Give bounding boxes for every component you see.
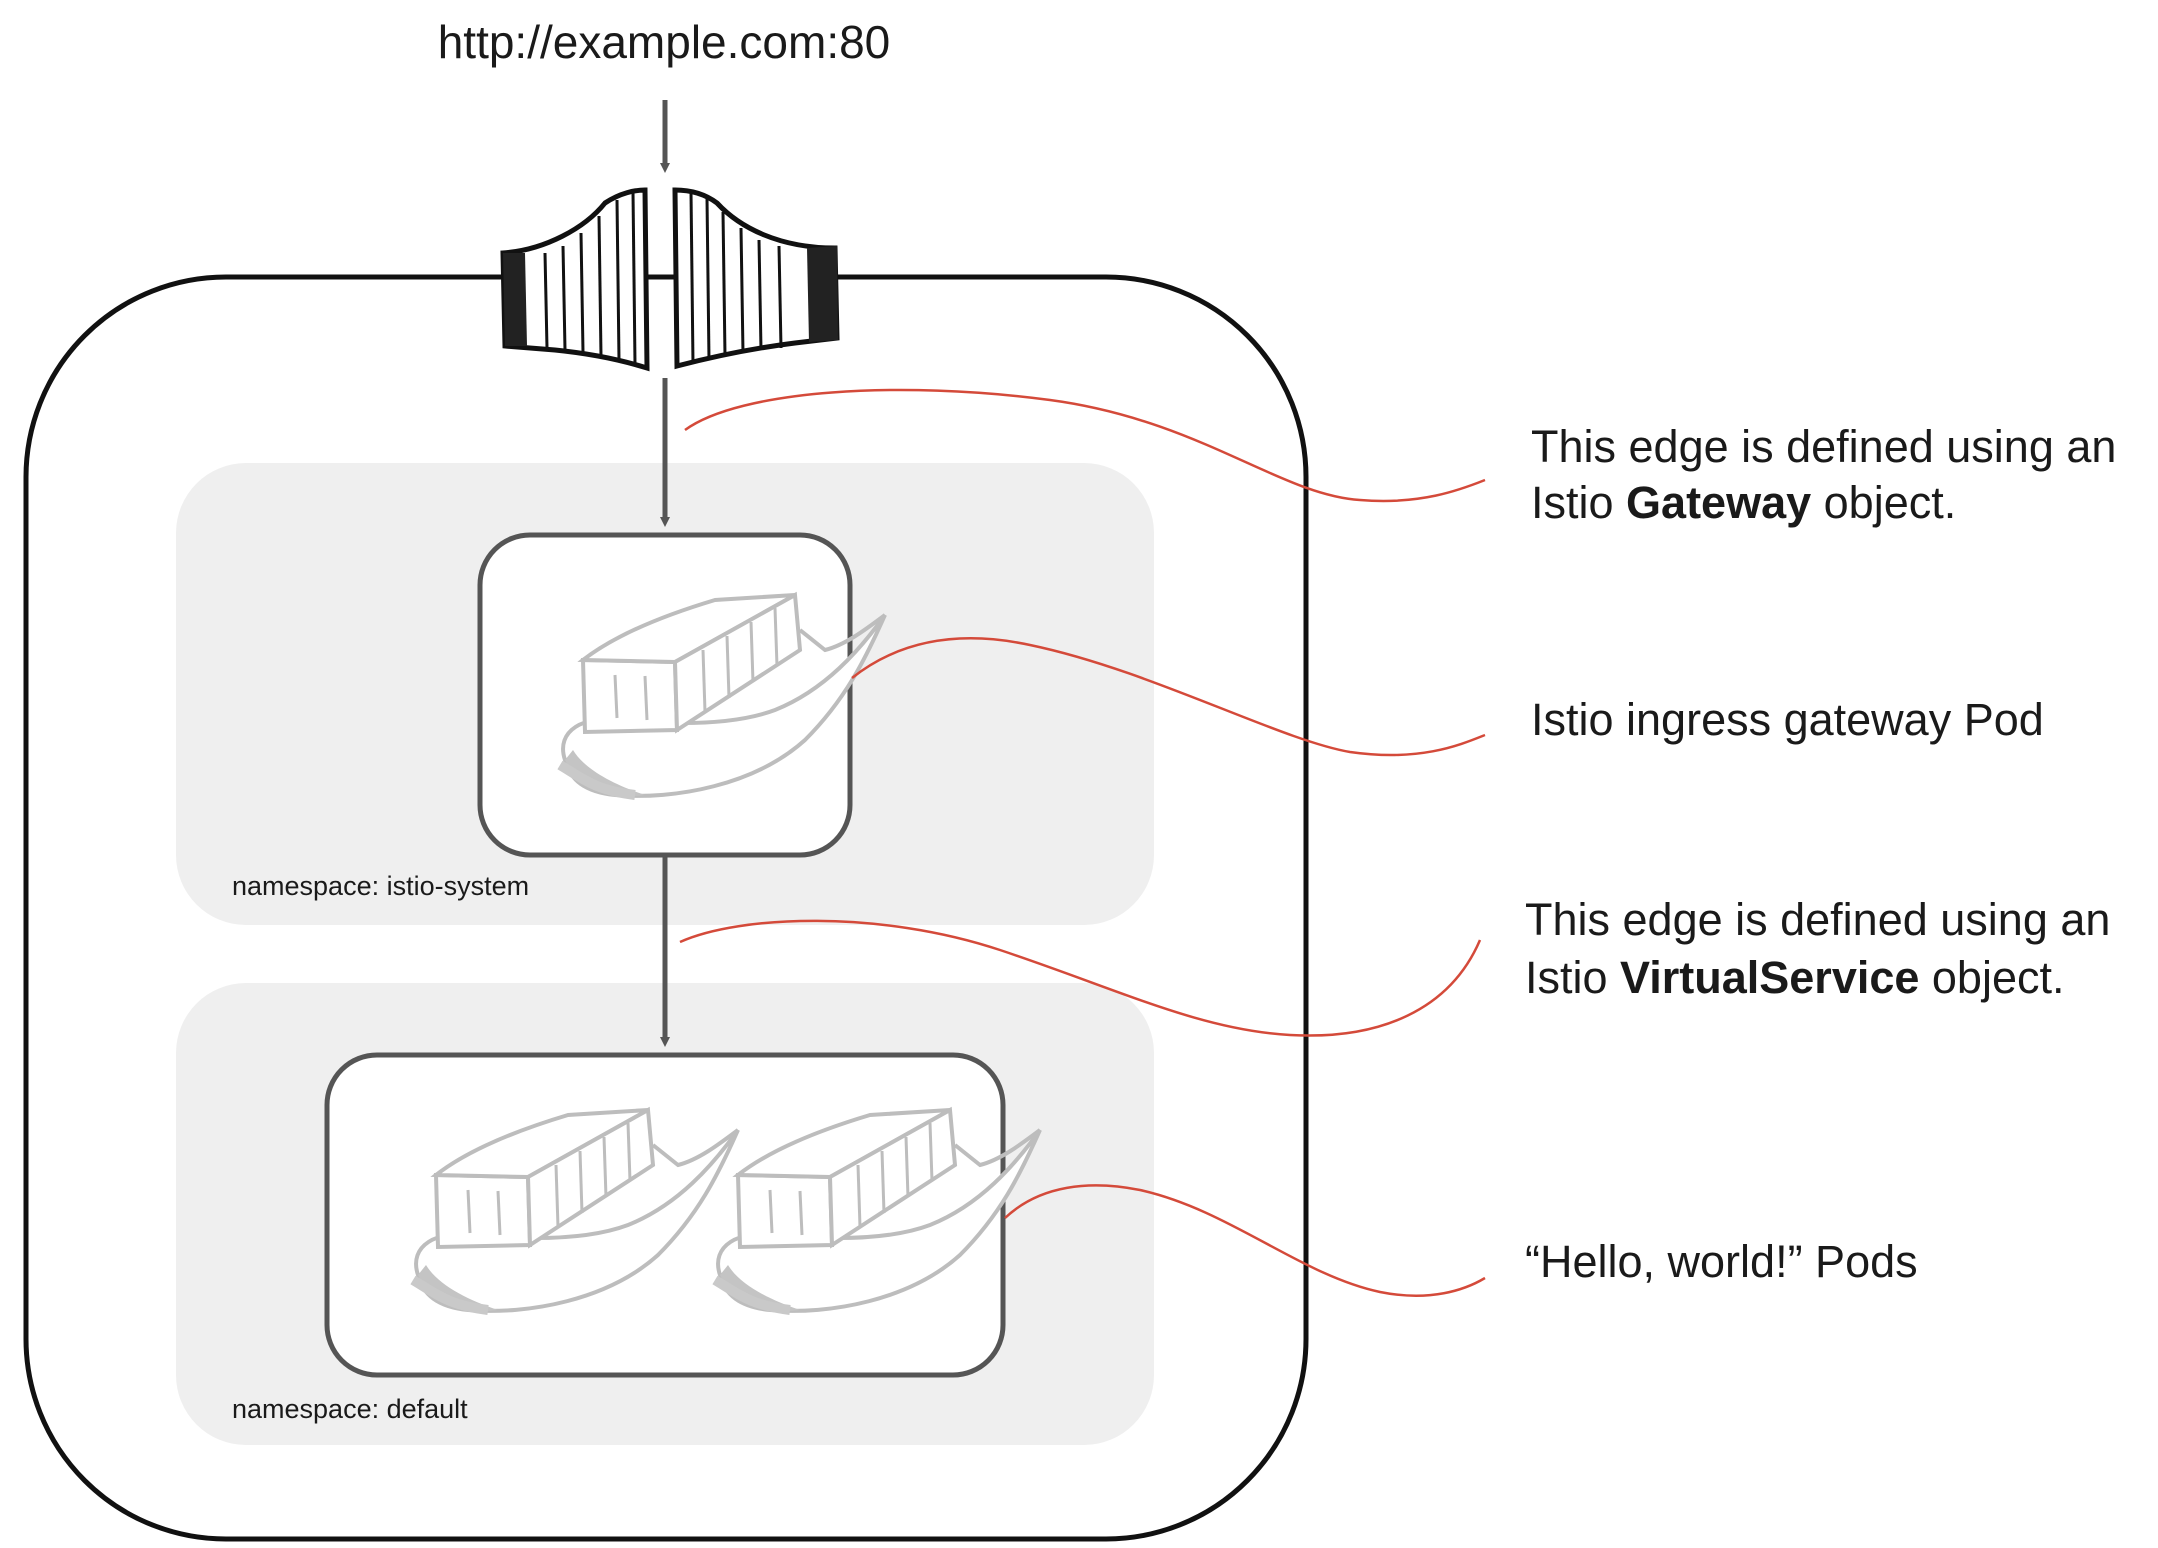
leader-line-virtualservice	[679, 919, 1482, 1037]
annotation-ingress-pod: Istio ingress gateway Pod	[1531, 694, 2044, 745]
annotation-virtualservice-bold: VirtualService	[1620, 952, 1919, 1003]
gate-icon	[500, 187, 840, 372]
namespace-default-label: namespace: default	[232, 1394, 468, 1424]
annotation-virtualservice-line2: Istio VirtualService object.	[1525, 952, 2065, 1003]
leader-line-hello-pods	[1004, 1184, 1486, 1297]
namespace-istio-system-label: namespace: istio-system	[232, 871, 529, 901]
annotation-gateway-line2: Istio Gateway object.	[1531, 477, 1956, 528]
entry-url-label: http://example.com:80	[438, 16, 891, 68]
annotation-gateway-line1: This edge is defined using an	[1531, 421, 2116, 472]
annotation-hello-pods: “Hello, world!” Pods	[1525, 1236, 1918, 1287]
annotation-gateway-bold: Gateway	[1626, 477, 1811, 528]
leader-line-ingress-pod	[851, 637, 1486, 757]
annotation-virtualservice-line1: This edge is defined using an	[1525, 894, 2110, 945]
leader-line-gateway	[684, 388, 1486, 503]
